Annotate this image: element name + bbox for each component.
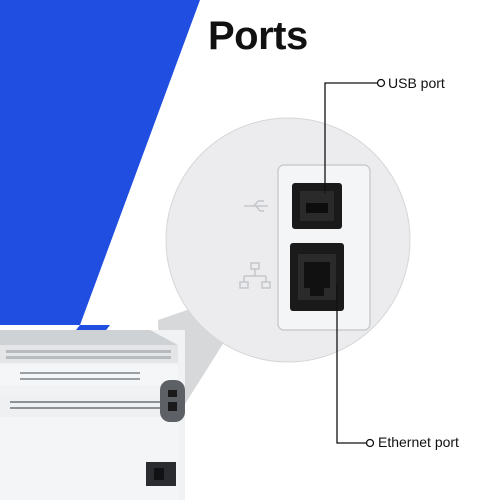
ethernet-port-label: Ethernet port — [378, 434, 459, 450]
usb-callout-line — [324, 78, 386, 193]
usb-icon — [244, 200, 268, 212]
port-panel — [277, 164, 371, 331]
ethernet-callout-line — [336, 283, 375, 448]
ethernet-port — [290, 243, 344, 311]
usb-port-label: USB port — [388, 75, 445, 91]
usb-port — [292, 183, 342, 229]
printer-body — [0, 330, 185, 500]
network-icon — [239, 262, 271, 289]
page-title: Ports — [208, 14, 308, 58]
